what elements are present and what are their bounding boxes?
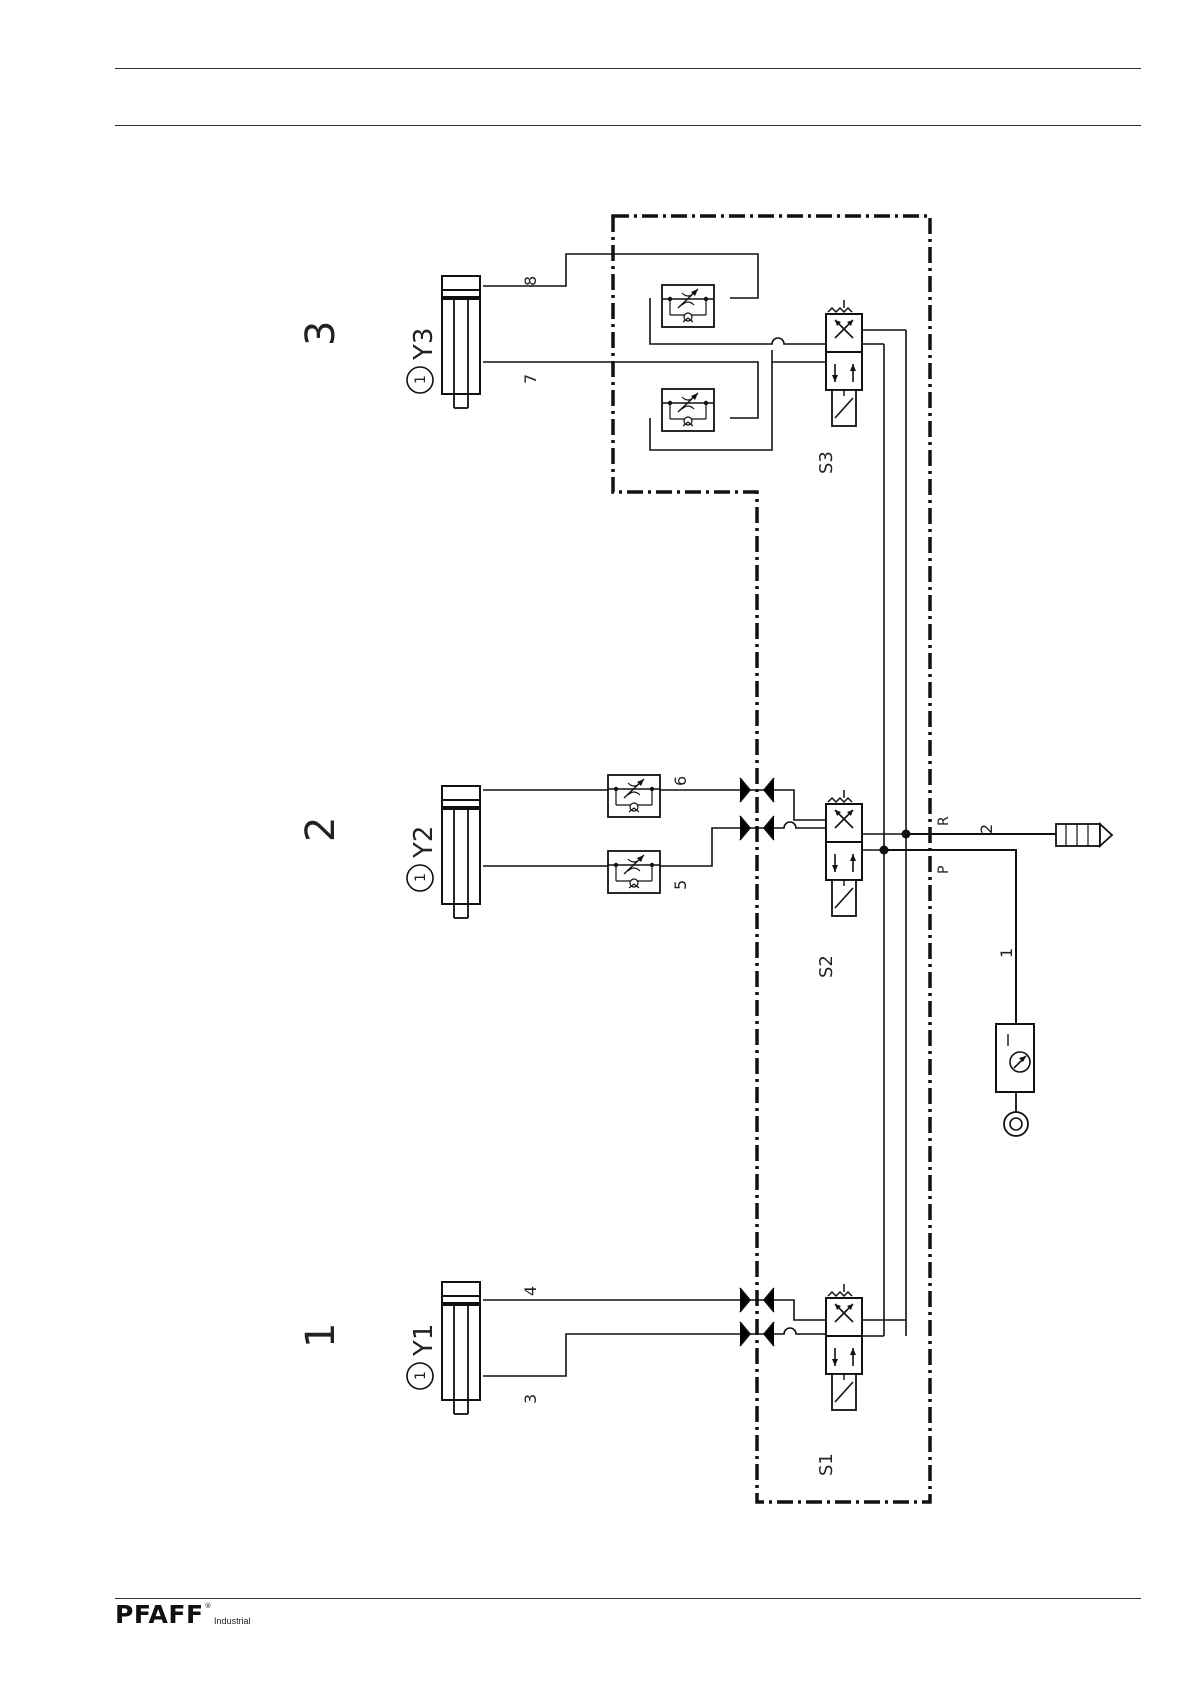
cylinder-y2-id: Y2 — [409, 826, 439, 859]
valve-label-s2: S2 — [816, 955, 837, 978]
cylinder-y1-id: Y1 — [409, 1324, 439, 1357]
line-label-5: 5 — [671, 880, 690, 890]
brand-name: PFAFF® — [115, 1602, 212, 1627]
line-label-3: 3 — [521, 1394, 540, 1404]
pfaff-logo: PFAFF® Industrial — [115, 1602, 251, 1627]
cylinder-label-y2: 1 Y2 — [407, 826, 439, 891]
cylinder-label-y1: 1 Y1 — [407, 1324, 439, 1389]
line-label-7: 7 — [521, 374, 540, 384]
group-2-circuit — [442, 775, 862, 918]
cylinder-y1-circle: 1 — [413, 1371, 429, 1380]
supply-manifold — [862, 330, 1062, 1336]
group-3-number: 3 — [298, 321, 344, 346]
line-label-6: 6 — [671, 776, 690, 786]
cylinder-label-y3: 1 Y3 — [407, 328, 439, 393]
group-3-circuit — [442, 254, 862, 450]
pressure-regulator — [996, 1024, 1034, 1112]
group-1-number: 1 — [298, 1323, 344, 1348]
cylinder-y3-circle: 1 — [413, 375, 429, 384]
cylinder-y2-circle: 1 — [413, 873, 429, 882]
group-1-circuit — [442, 1282, 862, 1414]
line-label-2: 2 — [977, 824, 996, 834]
port-label-r: R — [936, 816, 952, 826]
cylinder-y3-id: Y3 — [409, 328, 439, 361]
air-source — [1004, 1112, 1028, 1136]
silencer — [1056, 824, 1112, 846]
line-label-4: 4 — [521, 1286, 540, 1296]
registered-mark: ® — [205, 1602, 213, 1610]
port-label-p: P — [936, 866, 952, 874]
line-label-1: 1 — [997, 948, 1016, 958]
line-label-8: 8 — [521, 276, 540, 286]
brand-division: Industrial — [214, 1616, 251, 1626]
valve-label-s1: S1 — [816, 1453, 837, 1476]
valve-label-s3: S3 — [816, 451, 837, 474]
group-2-number: 2 — [298, 817, 344, 842]
